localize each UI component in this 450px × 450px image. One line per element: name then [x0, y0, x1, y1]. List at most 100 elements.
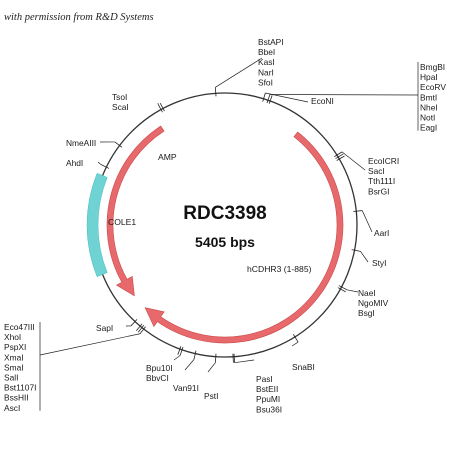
site-label: Bst1107I — [4, 383, 36, 393]
site-group-snabi: SnaBI — [291, 334, 315, 372]
site-group-sapi: SapI — [96, 319, 138, 333]
site-label: PspXI — [4, 342, 26, 352]
site-tick — [214, 87, 217, 97]
site-label: NarI — [258, 67, 274, 77]
site-leader — [97, 161, 102, 165]
site-label: BssHII — [4, 393, 29, 403]
site-tick — [193, 350, 197, 360]
site-tick — [177, 346, 182, 355]
site-label: BbeI — [258, 47, 275, 57]
site-label: BstEII — [256, 384, 278, 394]
site-label: SalI — [4, 373, 18, 383]
site-tick — [268, 95, 273, 104]
site-label: Van91I — [173, 383, 199, 393]
feature-label: AMP — [158, 152, 177, 162]
feature-arrow — [106, 125, 165, 297]
site-leader — [234, 359, 255, 364]
site-leader — [207, 362, 216, 373]
site-label: BmtI — [420, 92, 437, 102]
site-label: EcoICRI — [368, 156, 399, 166]
site-label: NaeI — [358, 288, 376, 298]
site-label: BsrGI — [368, 186, 389, 196]
site-tick — [266, 94, 271, 104]
site-label: PpuMI — [256, 394, 280, 404]
site-label: NotI — [420, 113, 435, 123]
site-leader — [184, 359, 195, 371]
site-label: AarI — [374, 228, 389, 238]
site-tick — [135, 323, 143, 331]
site-tick — [338, 285, 348, 291]
site-tick — [114, 141, 123, 148]
site-tick — [157, 104, 163, 113]
site-label: Tth111I — [368, 176, 395, 186]
site-label: XmaI — [4, 352, 24, 362]
permission-note: with permission from R&D Systems — [4, 12, 154, 23]
site-label: SfoI — [258, 77, 273, 87]
feature-label: hCDHR3 (1-885) — [247, 264, 312, 274]
site-tick — [232, 353, 234, 363]
site-leader — [39, 322, 141, 411]
site-tick — [353, 210, 363, 212]
site-label: KasI — [258, 57, 275, 67]
site-leader — [291, 341, 299, 347]
site-leader — [269, 62, 419, 131]
feature-layer: AMP hCDHR3 (1-885) COLE1 — [86, 125, 344, 344]
site-tick — [293, 334, 299, 343]
site-group-ahdi: AhdI — [66, 158, 110, 169]
feature-cole1: COLE1 — [86, 172, 136, 278]
feature-hcdhr3-1-885: hCDHR3 (1-885) — [144, 131, 344, 344]
site-group-styi: StyI — [351, 249, 386, 268]
plasmid-name: RDC3398 — [183, 203, 266, 224]
site-label: PasI — [256, 374, 273, 384]
restriction-site-layer: BstAPIBbeIKasINarISfoIBmgBIHpaIEcoRVBmtI… — [4, 37, 446, 414]
site-label: EagI — [420, 123, 437, 133]
site-label: SmaI — [4, 362, 24, 372]
site-tick — [337, 287, 346, 293]
site-label: EcoNI — [311, 96, 334, 106]
site-leader — [173, 355, 181, 361]
site-label: NgoMIV — [358, 298, 389, 308]
site-group-psti: PstI — [204, 353, 218, 401]
site-label: HpaI — [420, 72, 438, 82]
site-group-van91i: Van91I — [173, 350, 199, 393]
site-label: ScaI — [112, 102, 129, 112]
site-tick — [335, 153, 344, 159]
site-tick — [214, 353, 217, 363]
site-tick — [334, 151, 343, 157]
site-tick — [137, 325, 145, 333]
site-label: Eco47III — [4, 322, 35, 332]
site-label: EcoRV — [420, 82, 446, 92]
site-label: AscI — [4, 403, 20, 413]
site-label: PstI — [204, 391, 218, 401]
site-label: Bsu36I — [256, 404, 282, 414]
site-tick — [179, 346, 184, 356]
site-tick — [351, 249, 361, 252]
site-tick — [336, 155, 345, 161]
site-leader — [361, 210, 373, 233]
site-group-nmeaiii: NmeAIII — [66, 138, 123, 148]
site-tick — [100, 164, 110, 169]
site-group-aari: AarI — [353, 210, 389, 238]
site-tick — [159, 102, 165, 112]
site-leader — [265, 92, 309, 103]
site-label: BstAPI — [258, 37, 284, 47]
site-leader — [215, 57, 263, 88]
site-tick — [139, 326, 146, 334]
site-tick — [262, 92, 266, 102]
site-leader — [360, 251, 369, 263]
site-leader — [341, 151, 366, 171]
feature-arrow — [144, 131, 344, 344]
site-label: XhoI — [4, 332, 21, 342]
feature-amp: AMP — [106, 125, 177, 297]
site-label: SapI — [96, 323, 113, 333]
site-label: NheI — [420, 102, 438, 112]
site-tick — [233, 353, 236, 363]
